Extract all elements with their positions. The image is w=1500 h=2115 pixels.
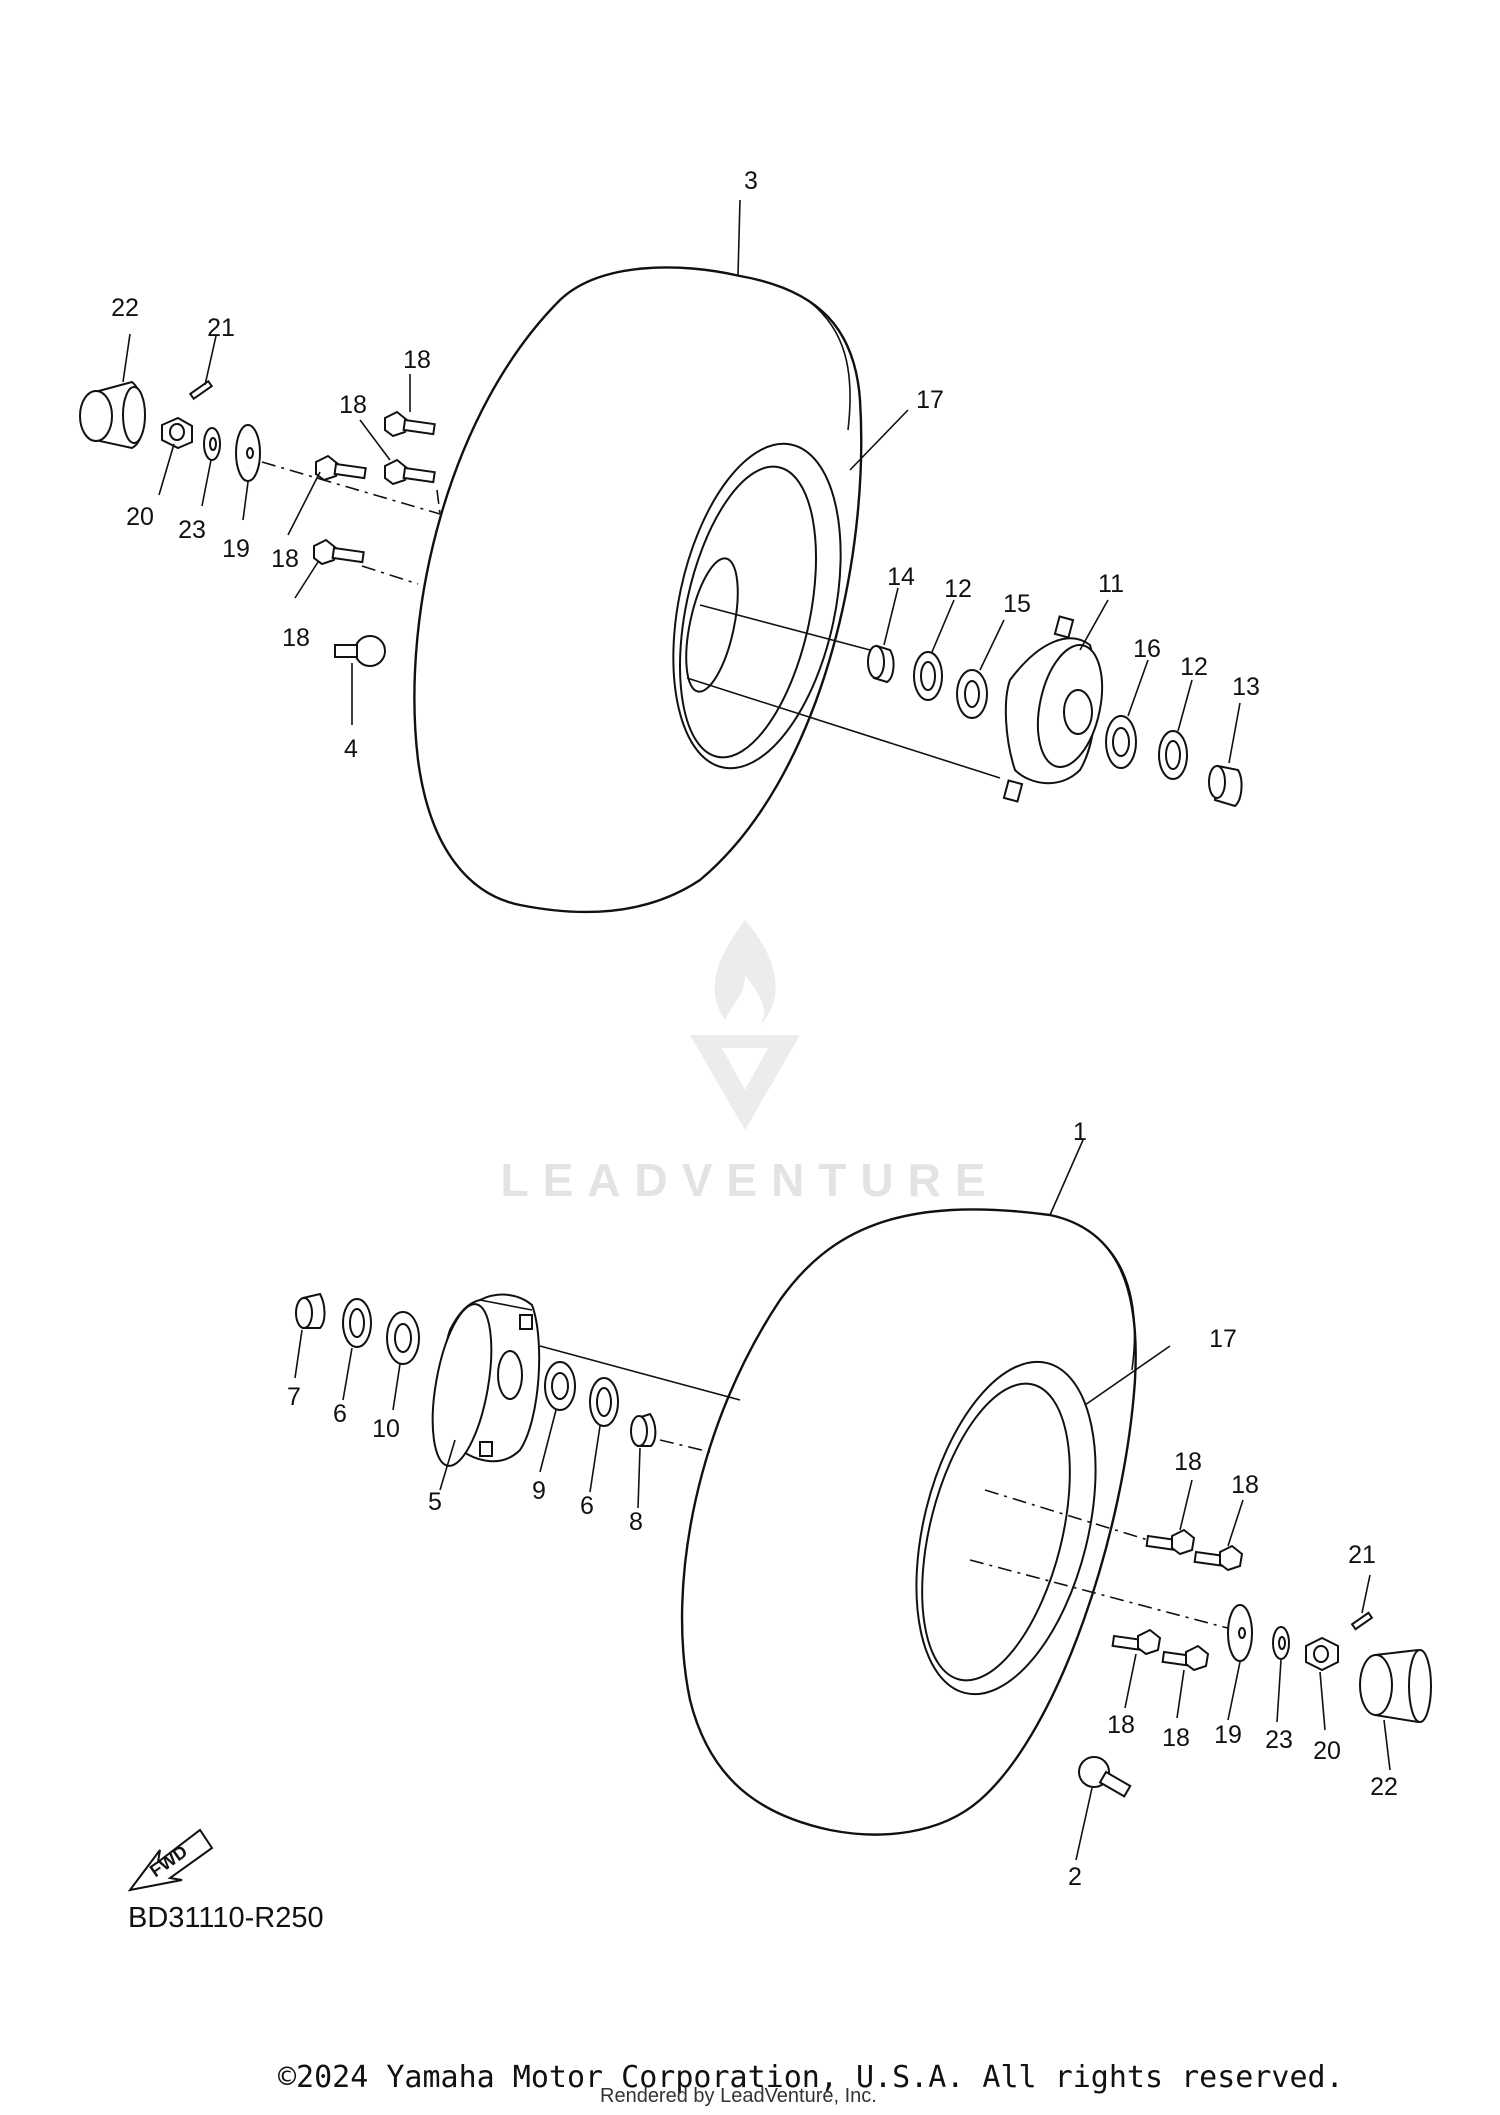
callouts: 3 22 21 18 18 17 20 23 19 18 18 4 14 12 …	[111, 167, 1398, 1891]
bolt-18-g	[1111, 1628, 1162, 1656]
valve-stem-4	[334, 635, 386, 667]
washer-19-bottom	[1227, 1604, 1253, 1662]
cap-22-top	[79, 380, 146, 450]
callout-4: 4	[344, 735, 358, 763]
callout-8: 8	[629, 1508, 643, 1536]
callout-7: 7	[287, 1383, 301, 1411]
callout-12-top-1: 12	[944, 575, 972, 603]
cap-22-bottom	[1359, 1648, 1432, 1724]
callout-18-top-1: 18	[403, 346, 431, 374]
cotter-pin-21-bottom	[1350, 1611, 1374, 1631]
hub-11	[1002, 615, 1104, 803]
bearing-9	[544, 1361, 576, 1411]
callout-18-top-3: 18	[271, 545, 299, 573]
copyright-notice: ©2024 Yamaha Motor Corporation, U.S.A. A…	[278, 2060, 1344, 2095]
callout-18-bottom-4: 18	[1162, 1724, 1190, 1752]
watermark-logo	[690, 920, 800, 1130]
washer-23-top	[203, 427, 221, 461]
valve-stem-2	[1078, 1756, 1132, 1798]
callout-18-bottom-1: 18	[1174, 1448, 1202, 1476]
callout-6-1: 6	[333, 1400, 347, 1428]
callout-19-bottom: 19	[1214, 1721, 1242, 1749]
bolt-18-e	[1145, 1528, 1196, 1556]
callout-19-top: 19	[222, 535, 250, 563]
rendered-by-note: Rendered by LeadVenture, Inc.	[600, 2085, 877, 2107]
callout-18-bottom-2: 18	[1231, 1471, 1259, 1499]
bolt-18-c	[315, 454, 367, 482]
callout-3: 3	[744, 167, 758, 195]
callout-18-top-2: 18	[339, 391, 367, 419]
collar-7	[295, 1292, 326, 1329]
callout-17-bottom: 17	[1209, 1325, 1237, 1353]
callout-5: 5	[428, 1488, 442, 1516]
front-tire-wheel	[680, 1208, 1137, 1836]
collar-13	[1208, 764, 1243, 808]
callout-22-bottom: 22	[1370, 1773, 1398, 1801]
callout-12-top-2: 12	[1180, 653, 1208, 681]
hub-5	[431, 1293, 541, 1467]
bottom-wheel-assembly	[294, 1139, 1432, 1861]
castle-nut-20-bottom	[1305, 1636, 1339, 1672]
callout-21-bottom: 21	[1348, 1541, 1376, 1569]
collar-14-top	[867, 644, 895, 684]
diagram-code: BD31110-R250	[128, 1902, 324, 1934]
fwd-arrow-icon: FWD	[127, 1828, 214, 1892]
castle-nut-20-top	[161, 416, 193, 450]
oil-seal-6-a	[342, 1298, 372, 1348]
washer-19-top	[235, 424, 261, 482]
bolt-18-d	[313, 538, 365, 566]
callout-6-2: 6	[580, 1492, 594, 1520]
callout-22-top: 22	[111, 294, 139, 322]
collar-8	[630, 1412, 657, 1447]
bearing-16	[1105, 715, 1137, 769]
callout-13: 13	[1232, 673, 1260, 701]
washer-23-bottom	[1272, 1626, 1290, 1660]
callout-15: 15	[1003, 590, 1031, 618]
bearing-10	[386, 1311, 420, 1365]
callout-20-top: 20	[126, 503, 154, 531]
oil-seal-12-b	[1158, 730, 1188, 780]
callout-14: 14	[887, 563, 915, 591]
callout-23-top: 23	[178, 516, 206, 544]
bolt-18-b	[384, 458, 436, 486]
callout-10: 10	[372, 1415, 400, 1443]
watermark-text: LEADVENTURE	[500, 1154, 1000, 1206]
callout-18-bottom-3: 18	[1107, 1711, 1135, 1739]
callout-9: 9	[532, 1477, 546, 1505]
callout-16: 16	[1133, 635, 1161, 663]
callout-11: 11	[1098, 570, 1124, 598]
callout-20-bottom: 20	[1313, 1737, 1341, 1765]
bolt-18-a	[384, 410, 436, 438]
rear-tire-wheel	[413, 266, 863, 914]
callout-21-top: 21	[207, 314, 235, 342]
cotter-pin-21-top	[188, 379, 214, 401]
callout-17-top: 17	[916, 386, 944, 414]
bolt-18-h	[1161, 1644, 1210, 1672]
top-wheel-assembly	[79, 199, 1243, 914]
callout-2: 2	[1068, 1863, 1082, 1891]
bolt-18-f	[1193, 1544, 1244, 1572]
callout-1: 1	[1073, 1118, 1087, 1146]
callout-18-top-4: 18	[282, 624, 310, 652]
oil-seal-6-b	[589, 1377, 619, 1427]
callout-23-bottom: 23	[1265, 1726, 1293, 1754]
oil-seal-12-a	[913, 651, 943, 701]
bearing-15-top	[956, 669, 988, 719]
